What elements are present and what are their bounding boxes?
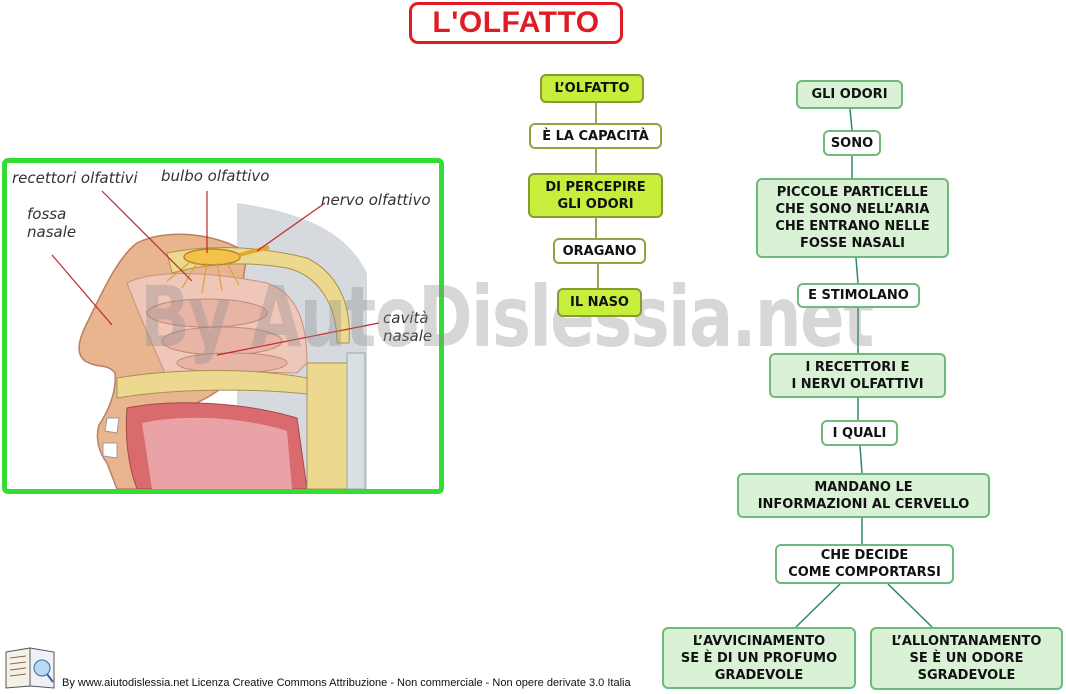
node-lavvicinamento: L’AVVICINAMENTO SE È DI UN PROFUMO GRADE… — [662, 627, 856, 689]
nose-anatomy-illustration — [51, 190, 380, 489]
node-lallontanamento: L’ALLONTANAMENTO SE È UN ODORE SGRADEVOL… — [870, 627, 1063, 690]
node-piccole-particelle: PICCOLE PARTICELLE CHE SONO NELL’ARIA CH… — [756, 178, 949, 258]
node-che-decide: CHE DECIDE COME COMPORTARSI — [775, 544, 954, 584]
node-i-recettori: I RECETTORI E I NERVI OLFATTIVI — [769, 353, 946, 398]
page-title: L'OLFATTO — [409, 2, 623, 44]
node-oragano: ORAGANO — [553, 238, 646, 264]
node-gli-odori: GLI ODORI — [796, 80, 903, 109]
footer-license: By www.aiutodislessia.net Licenza Creati… — [62, 677, 631, 689]
node-e-stimolano: E STIMOLANO — [797, 283, 920, 308]
node-sono: SONO — [823, 130, 881, 156]
book-logo-icon — [5, 647, 55, 689]
node-il-naso: IL NASO — [557, 288, 642, 317]
label-nervo-olfattivo: nervo olfattivo — [321, 191, 431, 209]
label-recettori-olfattivi: recettori olfattivi — [12, 169, 138, 187]
node-mandano-le-informazioni: MANDANO LE INFORMAZIONI AL CERVELLO — [737, 473, 990, 518]
label-fossa-nasale: fossa nasale — [27, 205, 77, 241]
node-di-percepire-gli-odori: DI PERCEPIRE GLI ODORI — [528, 173, 663, 218]
label-cavita-nasale: cavità nasale — [383, 309, 433, 345]
label-bulbo-olfattivo: bulbo olfattivo — [161, 167, 270, 185]
node-i-quali: I QUALI — [821, 420, 898, 446]
node-e-la-capacita: È LA CAPACITÀ — [529, 123, 662, 149]
nose-anatomy-figure: recettori olfattivi bulbo olfattivo nerv… — [2, 158, 444, 494]
node-lolfatto: L’OLFATTO — [540, 74, 644, 103]
